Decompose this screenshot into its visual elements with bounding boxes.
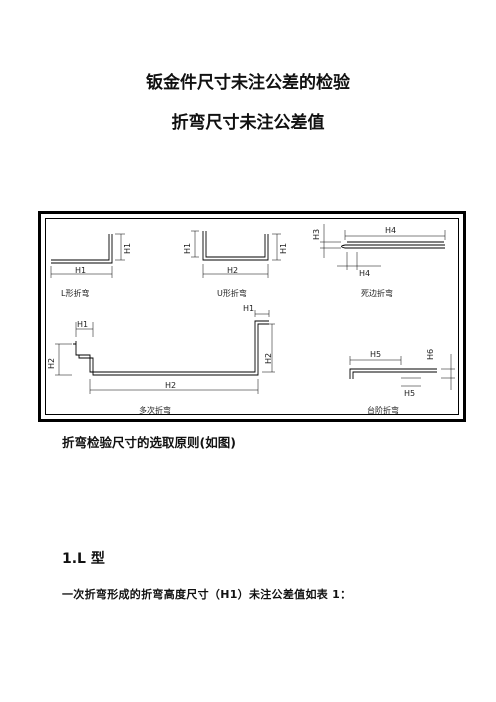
caption-u-bend: U形折弯	[217, 288, 247, 298]
dim-label-h5: H5	[370, 350, 381, 359]
document-subtitle: 折弯尺寸未注公差值	[171, 113, 325, 133]
dim-label-h1: H1	[77, 320, 88, 329]
l-bend-profile	[51, 234, 113, 264]
caption-offset-bend: 台阶折弯	[367, 405, 399, 415]
dim-label-h6: H6	[426, 349, 435, 360]
dim-label-h1: H1	[123, 243, 132, 254]
dim-label-h1: H1	[243, 304, 254, 313]
dim-label-h4: H4	[385, 226, 396, 235]
dim-label-h1: H1	[279, 243, 288, 254]
document-title: 钣金件尺寸未注公差的检验	[146, 73, 350, 93]
section-paragraph: 一次折弯形成的折弯高度尺寸（H1）未注公差值如表 1：	[62, 588, 352, 601]
dim-label-h1: H1	[183, 243, 192, 254]
figure-caption: 折弯检验尺寸的选取原则(如图)	[62, 435, 236, 450]
figure-inner-frame	[45, 218, 459, 415]
dim-label-h5: H5	[404, 389, 415, 398]
section-heading: 1.L 型	[62, 551, 105, 567]
caption-multi-bend: 多次折弯	[139, 405, 171, 415]
dim-label-h2: H2	[47, 358, 56, 369]
dim-label-h2: H2	[165, 381, 176, 390]
dim-label-h2: H2	[264, 353, 273, 364]
bend-diagram-figure: H1 H1 H1 H2 H1 H3 H4 H4 H1 H2 H2 H1 H2 H…	[38, 211, 466, 422]
caption-l-bend: L形折弯	[61, 288, 89, 298]
multi-bend-profile	[73, 320, 269, 376]
caption-dead-bend: 死边折弯	[361, 288, 393, 298]
offset-bend-profile	[349, 368, 437, 379]
dim-label-h3: H3	[312, 229, 321, 240]
dim-label-h4: H4	[359, 269, 370, 278]
u-bend-profile	[202, 231, 269, 261]
bend-diagram-svg: H1 H1 H1 H2 H1 H3 H4 H4 H1 H2 H2 H1 H2 H…	[47, 224, 455, 415]
dim-label-h1: H1	[75, 266, 86, 275]
dead-bend-profile	[341, 241, 445, 249]
dim-label-h2: H2	[227, 266, 238, 275]
